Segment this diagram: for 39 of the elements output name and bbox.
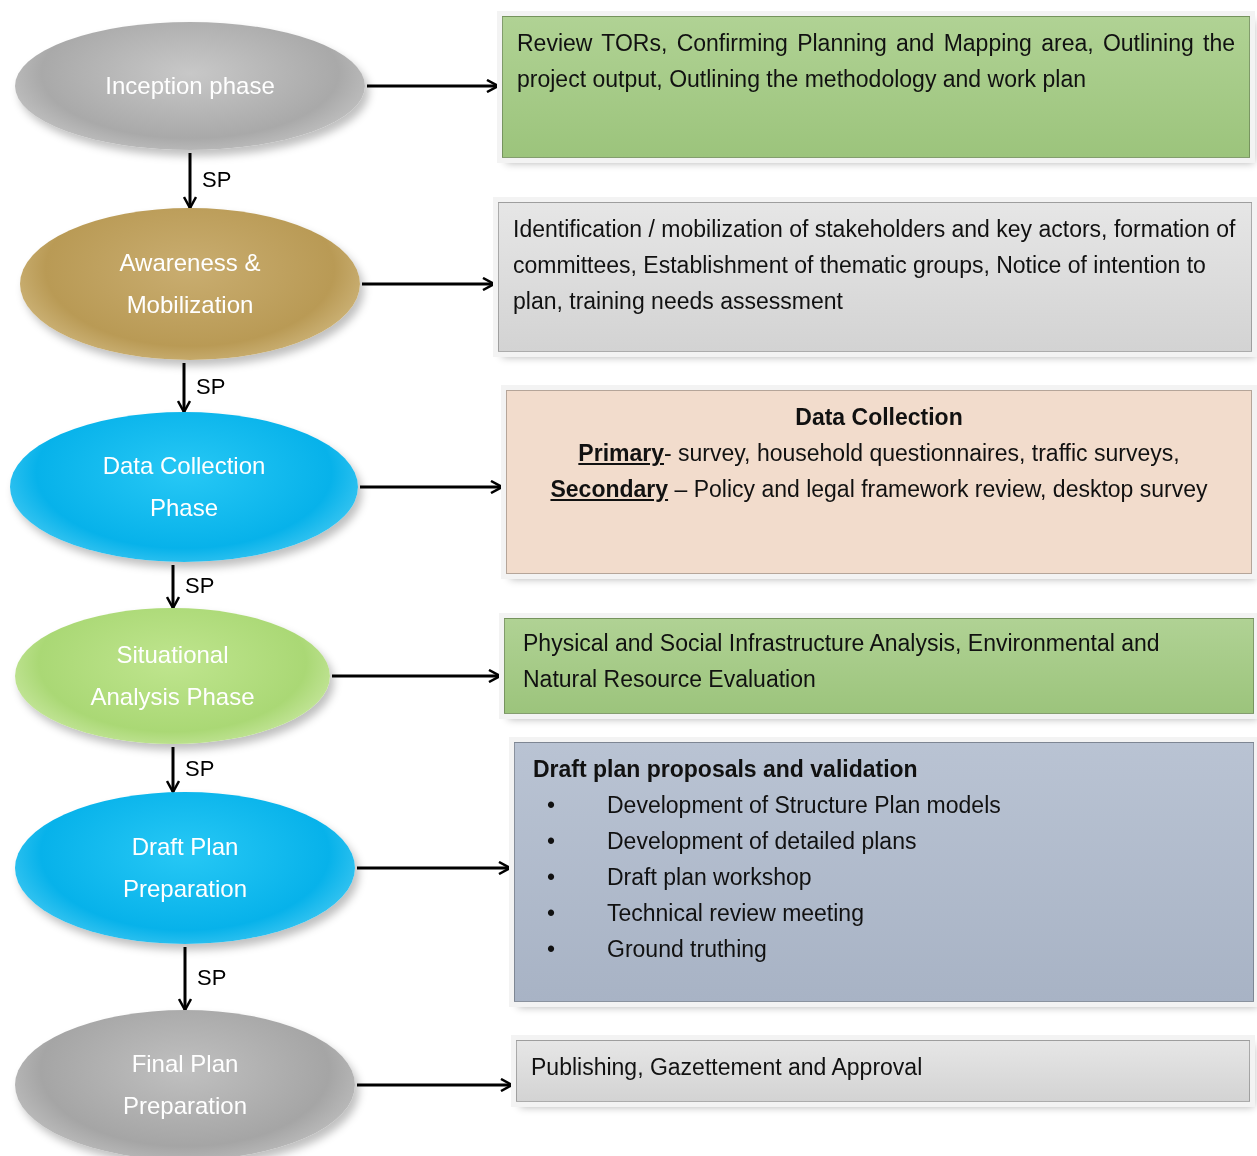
arrow xyxy=(177,947,193,1012)
box-text: Primary- survey, household questionnaires, traffic surveys, Secondary – Policy and legal framework review, desktop survey xyxy=(549,439,1209,504)
box-text: Review TORs, Confirming Planning and Mapping area, Outlining the project output, Outlining the methodology and work plan xyxy=(517,29,1235,94)
phase-label: Final Plan Preparation xyxy=(121,1049,249,1121)
box-heading: Data Collection xyxy=(794,403,964,432)
bullet-item: Draft plan workshop xyxy=(607,863,812,892)
bullet: • xyxy=(547,863,557,892)
edge-label: SP xyxy=(197,964,227,991)
arrow xyxy=(165,747,181,794)
edge-label: SP xyxy=(196,373,226,400)
bullet-item: Technical review meeting xyxy=(607,899,864,928)
box-text: Identification / mobilization of stakeholders and key actors, formation of committees, Establishment of thematic groups, Notice of intention to plan, training needs assessment xyxy=(513,215,1237,316)
arrow xyxy=(176,363,192,414)
arrow xyxy=(182,153,198,210)
box-text: Physical and Social Infrastructure Analysis, Environmental and Natural Resource Evaluation xyxy=(523,629,1161,694)
bullet-item: Development of detailed plans xyxy=(607,827,917,856)
edge-label: SP xyxy=(202,166,232,193)
arrow xyxy=(332,668,502,684)
box-text: Publishing, Gazettement and Approval xyxy=(531,1053,924,1082)
arrow xyxy=(362,276,496,292)
bullet: • xyxy=(547,791,557,820)
arrow xyxy=(165,565,181,610)
bullet: • xyxy=(547,899,557,928)
phase-label: Situational Analysis Phase xyxy=(89,640,256,712)
phase-label: Awareness & Mobilization xyxy=(118,248,262,320)
box-heading: Draft plan proposals and validation xyxy=(533,755,919,784)
bullet: • xyxy=(547,827,557,856)
edge-label: SP xyxy=(185,572,215,599)
bullet-item: Development of Structure Plan models xyxy=(607,791,1001,820)
phase-label: Inception phase xyxy=(105,71,275,101)
arrow xyxy=(357,1077,514,1093)
arrow xyxy=(357,860,512,876)
bullet: • xyxy=(547,935,557,964)
arrow xyxy=(360,479,504,495)
bullet-item: Ground truthing xyxy=(607,935,767,964)
arrow xyxy=(367,78,500,94)
phase-label: Data Collection Phase xyxy=(101,451,267,523)
phase-label: Draft Plan Preparation xyxy=(121,832,249,904)
edge-label: SP xyxy=(185,755,215,782)
